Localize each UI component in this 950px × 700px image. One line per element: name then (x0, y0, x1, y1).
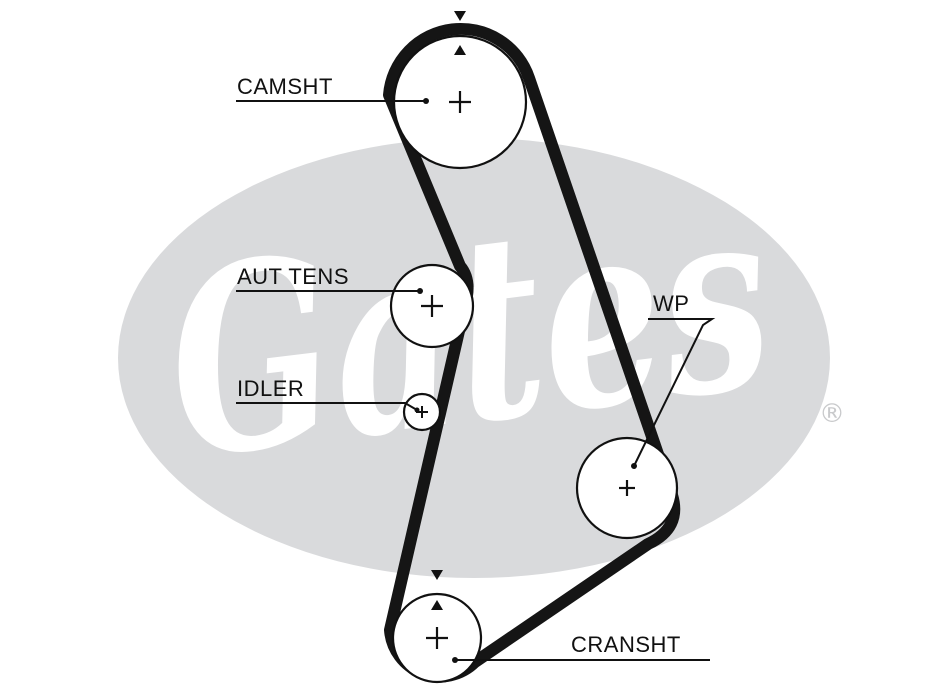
idler-pulley (402, 392, 442, 432)
gates-logo-watermark: Gates ® (118, 138, 845, 578)
water-pump-label: WP (653, 291, 689, 316)
registered-mark: ® (819, 399, 845, 429)
timing-mark-top-inner-icon (454, 45, 466, 55)
logo-text: Gates (153, 147, 785, 517)
crankshaft-label: CRANSHT (571, 632, 681, 657)
timing-mark-bottom-outer-icon (431, 570, 443, 580)
water-pump-pulley (575, 436, 679, 540)
leader-dots (414, 98, 637, 663)
idler-label: IDLER (237, 376, 304, 401)
tensioner-pulley (389, 263, 475, 349)
timing-belt (383, 22, 681, 683)
tensioner-label: AUT TENS (237, 264, 349, 289)
idler-leader (236, 402, 418, 411)
camshaft-pulley (392, 34, 528, 170)
leader-lines (236, 100, 716, 661)
timing-mark-top-outer-icon (454, 11, 466, 21)
water-pump-leader (633, 318, 716, 467)
timing-mark-bottom-inner-icon (431, 600, 443, 610)
camshaft-label: CAMSHT (237, 74, 333, 99)
